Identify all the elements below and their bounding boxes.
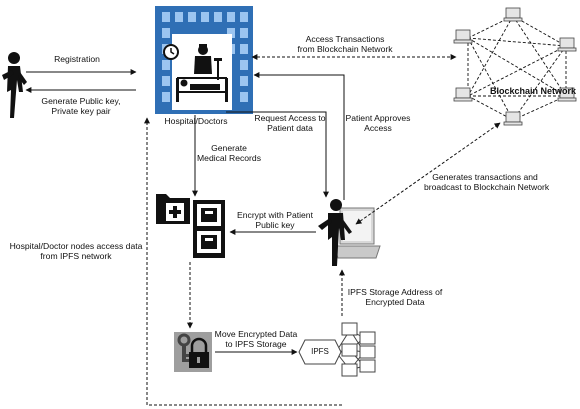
request-access-label: Request Access to Patient data <box>244 113 336 133</box>
filing-cabinet-icon <box>193 200 225 258</box>
storage-address-line-2: Encrypted Data <box>365 297 425 307</box>
generate-records-line-2: Medical Records <box>197 153 261 163</box>
request-access-line-2: Patient data <box>267 123 313 133</box>
encrypt-line-1: Encrypt with Patient <box>237 210 313 220</box>
computer-network-icon <box>467 15 567 121</box>
ipfs-label: IPFS <box>311 347 329 356</box>
move-encrypted-line-1: Move Encrypted Data <box>214 329 298 339</box>
generate-keys-label: Generate Public key, Private key pair <box>26 96 136 116</box>
generate-keys-line-2: Private key pair <box>51 106 111 116</box>
patient-approves-line-1: Patient Approves <box>345 113 411 123</box>
blockchain-label: Blockchain Network <box>489 86 577 96</box>
move-encrypted-label: Move Encrypted Data to IPFS Storage <box>212 329 300 349</box>
nodes-access-label: Hospital/Doctor nodes access data from I… <box>6 241 146 261</box>
hospital-building-icon <box>155 6 253 114</box>
generate-records-label: Generate Medical Records <box>196 143 262 163</box>
patient-approves-label: Patient Approves Access <box>342 113 414 133</box>
access-transactions-line-1: Access Transactions <box>305 34 385 44</box>
access-transactions-line-2: from Blockchain Network <box>297 44 393 54</box>
patient-laptop-icon <box>318 199 381 266</box>
blockchain-computers <box>453 7 577 126</box>
arrow-request-access <box>226 111 329 198</box>
ipfs-network-icon <box>298 322 376 377</box>
generates-transactions-label: Generates transactions and broadcast to … <box>424 172 550 192</box>
generates-transactions-line-2: broadcast to Blockchain Network <box>424 182 550 192</box>
generates-transactions-line-1: Generates transactions and <box>432 172 538 182</box>
generate-records-line-1: Generate <box>211 143 247 153</box>
key-lock-icon <box>174 332 212 372</box>
nodes-access-line-1: Hospital/Doctor nodes access data <box>9 241 143 251</box>
request-access-line-1: Request Access to <box>254 113 326 123</box>
encrypt-line-2: Public key <box>255 220 295 230</box>
storage-address-label: IPFS Storage Address of Encrypted Data <box>342 287 448 307</box>
nodes-access-line-2: from IPFS network <box>40 251 112 261</box>
arrow-generates-transactions <box>355 122 501 225</box>
patient-approves-line-2: Access <box>364 123 392 133</box>
generate-keys-line-1: Generate Public key, <box>41 96 121 106</box>
storage-address-line-1: IPFS Storage Address of <box>347 287 443 297</box>
arrow-patient-approves <box>253 72 345 200</box>
arrows <box>25 54 501 406</box>
registration-label: Registration <box>54 54 100 64</box>
hospital-label: Hospital/Doctors <box>164 116 228 126</box>
person-icon <box>2 52 27 118</box>
folder-add-icon <box>156 194 190 224</box>
move-encrypted-line-2: to IPFS Storage <box>225 339 287 349</box>
encrypt-label: Encrypt with Patient Public key <box>232 210 318 230</box>
arrow-ipfs-to-hospital <box>144 117 342 406</box>
access-transactions-label: Access Transactions from Blockchain Netw… <box>290 34 400 54</box>
